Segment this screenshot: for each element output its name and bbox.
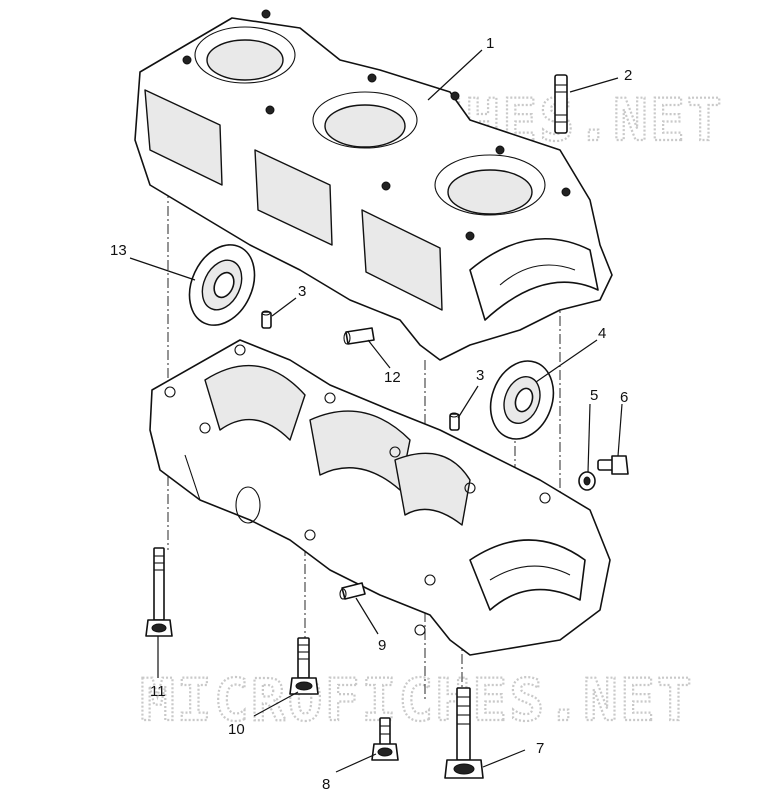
callout-10: 10 bbox=[228, 721, 245, 738]
callout-3-right: 3 bbox=[476, 367, 484, 384]
callout-4: 4 bbox=[598, 325, 606, 342]
seal-part-13 bbox=[188, 244, 256, 326]
upper-crankcase-bolt-holes bbox=[182, 9, 571, 241]
callout-12: 12 bbox=[384, 369, 401, 386]
lower-crankcase-holes bbox=[164, 344, 551, 636]
pin-part-9 bbox=[339, 582, 366, 600]
bolt-part-8 bbox=[371, 717, 399, 761]
lower-crankcase bbox=[149, 339, 611, 656]
dowel-pin-part-3-left bbox=[261, 310, 272, 329]
screw-part-6 bbox=[597, 455, 629, 475]
upper-crankcase bbox=[134, 9, 613, 361]
bolt-part-10 bbox=[289, 637, 319, 695]
callout-9: 9 bbox=[378, 637, 386, 654]
watermark-bottom: MICROFICHES.NET bbox=[140, 666, 694, 734]
bolt-part-11 bbox=[145, 547, 173, 637]
callout-5: 5 bbox=[590, 387, 598, 404]
seal-part-4 bbox=[489, 360, 555, 440]
callout-3-left: 3 bbox=[298, 283, 306, 300]
callout-11: 11 bbox=[150, 683, 166, 700]
leader-lines bbox=[129, 49, 623, 773]
callout-2: 2 bbox=[624, 67, 632, 84]
pin-part-12 bbox=[343, 327, 375, 345]
bolt-part-7 bbox=[444, 687, 484, 779]
callout-6: 6 bbox=[620, 389, 628, 406]
dowel-pin-part-3-right bbox=[449, 412, 460, 431]
stud-part-2 bbox=[554, 74, 568, 134]
callout-13: 13 bbox=[110, 242, 127, 259]
callout-8: 8 bbox=[322, 776, 330, 793]
callout-7: 7 bbox=[536, 740, 544, 757]
washer-part-5 bbox=[578, 471, 596, 491]
callout-1: 1 bbox=[486, 35, 494, 52]
